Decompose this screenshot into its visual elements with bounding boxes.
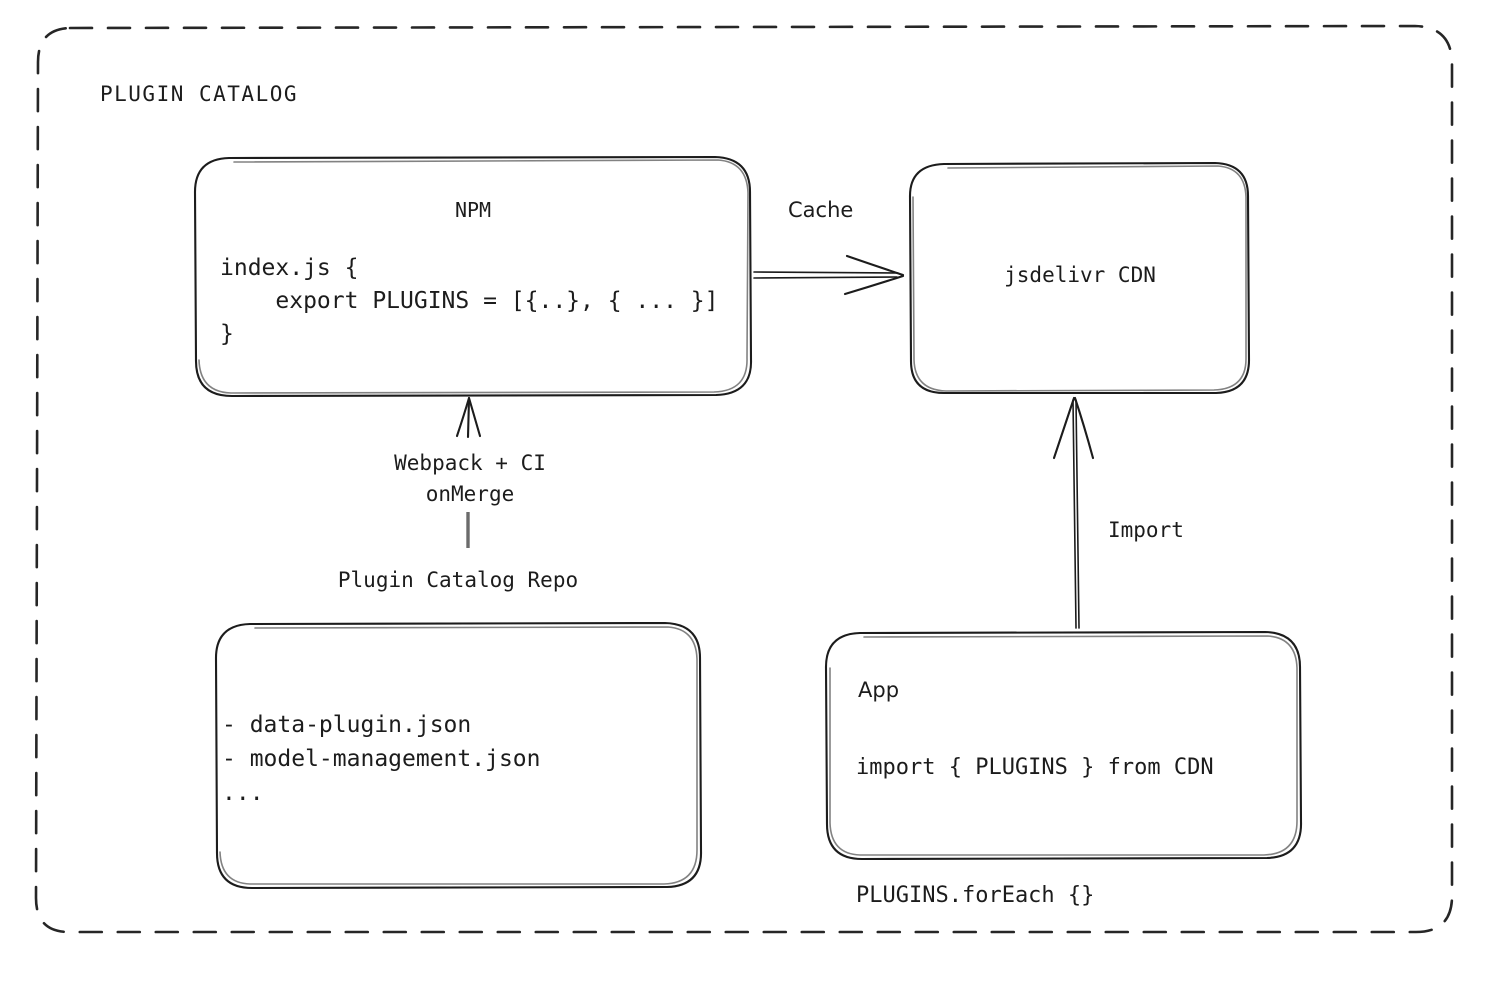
cache-edge-label: Cache	[788, 198, 854, 222]
app-box[interactable]	[824, 630, 1303, 861]
npm-box[interactable]	[193, 155, 753, 398]
plugin-catalog-repo-box[interactable]	[214, 621, 703, 890]
npm-box-code: index.js { export PLUGINS = [{..}, { ...…	[220, 255, 719, 347]
import-edge-label: Import	[1108, 518, 1184, 542]
import-arrow	[1052, 396, 1095, 629]
webpack-ci-arrow	[455, 396, 482, 439]
cache-arrow	[753, 254, 905, 296]
npm-box-title: NPM	[454, 198, 492, 222]
jsdelivr-cdn-box[interactable]	[908, 161, 1251, 395]
app-box-title: App	[858, 678, 900, 702]
app-box-code: import { PLUGINS } from CDN PLUGINS.forE…	[856, 755, 1214, 908]
plugin-catalog-repo-files: - data-plugin.json - model-management.js…	[222, 712, 541, 806]
plugin-catalog-group-border	[34, 24, 1454, 934]
plugin-catalog-repo-label: Plugin Catalog Repo	[337, 568, 579, 592]
cdn-box-title: jsdelivr CDN	[1004, 263, 1156, 287]
group-title: PLUGIN CATALOG	[100, 82, 299, 106]
webpack-ci-edge-label: Webpack + CI onMerge	[394, 451, 546, 506]
